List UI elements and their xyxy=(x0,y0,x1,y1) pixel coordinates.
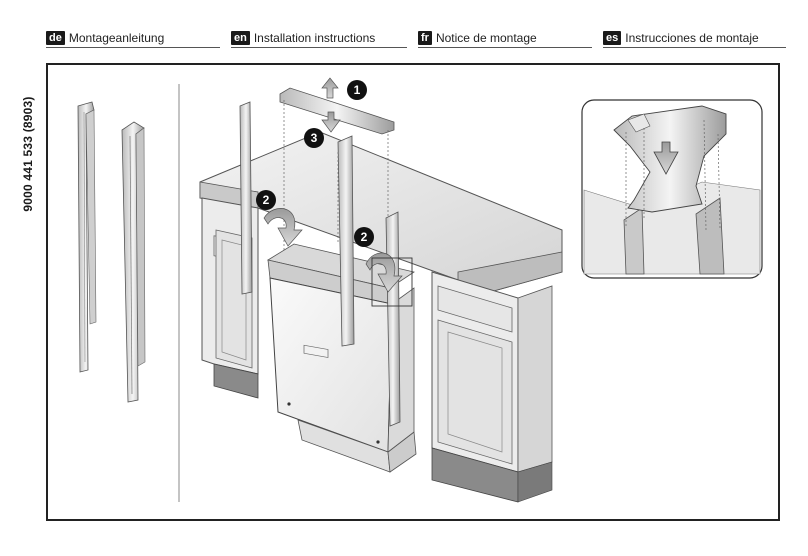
language-header: de Montageanleitung en Installation inst… xyxy=(46,28,786,48)
guide-lines xyxy=(283,100,389,250)
dishwasher xyxy=(266,243,417,473)
arrow-up xyxy=(321,77,339,99)
language-code-fr: fr xyxy=(418,30,432,45)
illustration-frame: 1 3 2 2 xyxy=(46,63,780,521)
language-title-de: Montageanleitung xyxy=(68,30,165,45)
side-trim-right xyxy=(121,121,146,403)
inset-arrow-down xyxy=(653,141,679,175)
right-cabinet xyxy=(431,271,553,503)
top-trim-piece xyxy=(279,87,395,135)
step-marker-2-right: 2 xyxy=(354,227,374,247)
step-marker-1-label: 1 xyxy=(354,83,361,97)
curved-arrow-left xyxy=(263,208,303,247)
language-fr: fr Notice de montage xyxy=(418,28,592,48)
step-marker-1: 1 xyxy=(347,80,367,100)
language-de: de Montageanleitung xyxy=(46,28,220,48)
detail-inset xyxy=(581,99,763,279)
language-title-en: Installation instructions xyxy=(253,30,376,45)
language-code-de: de xyxy=(46,30,65,45)
installation-illustration: 1 3 2 2 xyxy=(77,77,763,503)
document-number-text: 9000 441 533 (8903) xyxy=(21,96,35,212)
step-marker-2-left-label: 2 xyxy=(263,193,270,207)
detail-highlight-box xyxy=(371,257,413,307)
language-es: es Instrucciones de montaje xyxy=(603,28,786,48)
language-code-es: es xyxy=(603,30,622,45)
trim-strip-middle xyxy=(337,135,355,347)
curved-arrow-right xyxy=(365,252,403,293)
step-marker-3: 3 xyxy=(304,128,324,148)
step-marker-2-left: 2 xyxy=(256,190,276,210)
step-marker-2-right-label: 2 xyxy=(361,230,368,244)
language-title-es: Instrucciones de montaje xyxy=(625,30,759,45)
language-title-fr: Notice de montage xyxy=(435,30,537,45)
trim-strip-left xyxy=(239,101,253,295)
side-trim-left xyxy=(77,101,97,373)
step-marker-3-label: 3 xyxy=(311,131,318,145)
arrow-down xyxy=(321,111,341,133)
language-code-en: en xyxy=(231,30,250,45)
language-en: en Installation instructions xyxy=(231,28,407,48)
